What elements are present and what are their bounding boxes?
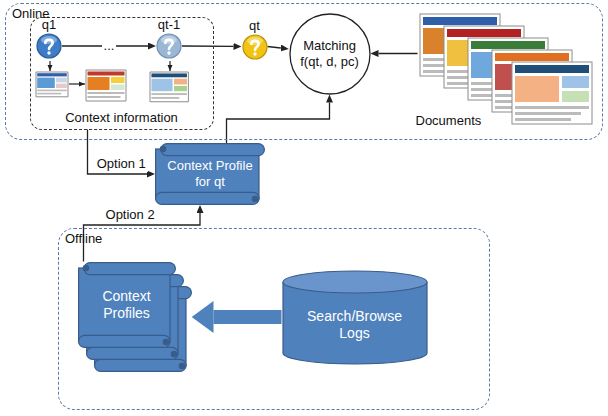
node-label: Context Profiles — [87, 288, 167, 322]
region-frame: Context ProfilesSearch/Browse Logs Offlin… — [58, 228, 490, 410]
node-label: Online — [12, 6, 50, 22]
query-icon: qt — [240, 18, 270, 60]
question-dot — [47, 51, 50, 54]
connector-label: ... — [102, 38, 117, 54]
log-database: Search/Browse Logs — [282, 270, 428, 365]
connector — [379, 53, 418, 54]
question-dot — [167, 51, 170, 54]
node-label: Offline — [65, 231, 102, 247]
question-glyph — [251, 40, 258, 49]
icon-disc — [157, 34, 181, 58]
block-arrow — [214, 310, 282, 324]
node-label: Documents — [416, 113, 482, 129]
connector — [88, 130, 148, 175]
question-glyph — [165, 40, 172, 49]
question-icon — [242, 34, 268, 60]
scroll-shape — [156, 144, 265, 205]
node-label: Matching f(qt, d, pc) — [295, 38, 365, 69]
query-icon: qt-1 — [153, 17, 185, 59]
history-arrow — [49, 61, 50, 71]
query-icon: q1 — [35, 17, 63, 59]
question-dot — [253, 52, 256, 55]
profile-stack: Context Profiles — [78, 262, 192, 372]
page-thumbnail — [150, 72, 188, 102]
context-group: q1 qt-1Context information — [30, 17, 214, 130]
document-stack: Documents — [410, 10, 598, 132]
connector — [268, 47, 281, 49]
page-thumbnail — [36, 72, 68, 97]
cylinder-body — [283, 282, 427, 364]
node-label: qt — [249, 18, 260, 34]
connector-label: Option 2 — [104, 207, 157, 223]
region-frame: q1 qt-1Context information qtMatching f(qt… — [5, 3, 603, 140]
history-arrow — [169, 61, 170, 71]
icon-disc — [37, 34, 61, 58]
question-icon — [36, 33, 62, 59]
node-label: Search/Browse Logs — [299, 308, 411, 342]
page-thumbnail — [86, 70, 126, 101]
icon-disc — [243, 35, 267, 59]
context-profile-scroll: Context Profile for qt — [155, 143, 265, 205]
connector-label: Option 1 — [95, 156, 148, 172]
question-icon — [156, 33, 182, 59]
node-label: Context information — [65, 110, 178, 126]
node-label: qt-1 — [158, 17, 180, 33]
scroll-shape — [78, 262, 175, 347]
connector — [227, 103, 330, 144]
question-glyph — [45, 40, 52, 49]
history-arrow — [69, 83, 85, 84]
circle-outline — [290, 14, 370, 94]
web-page-thumbnail — [512, 62, 592, 124]
node-label: Context Profile for qt — [165, 158, 255, 189]
matching-circle: Matching f(qt, d, pc) — [289, 13, 371, 95]
connector — [182, 45, 234, 47]
cylinder-top — [283, 271, 427, 293]
